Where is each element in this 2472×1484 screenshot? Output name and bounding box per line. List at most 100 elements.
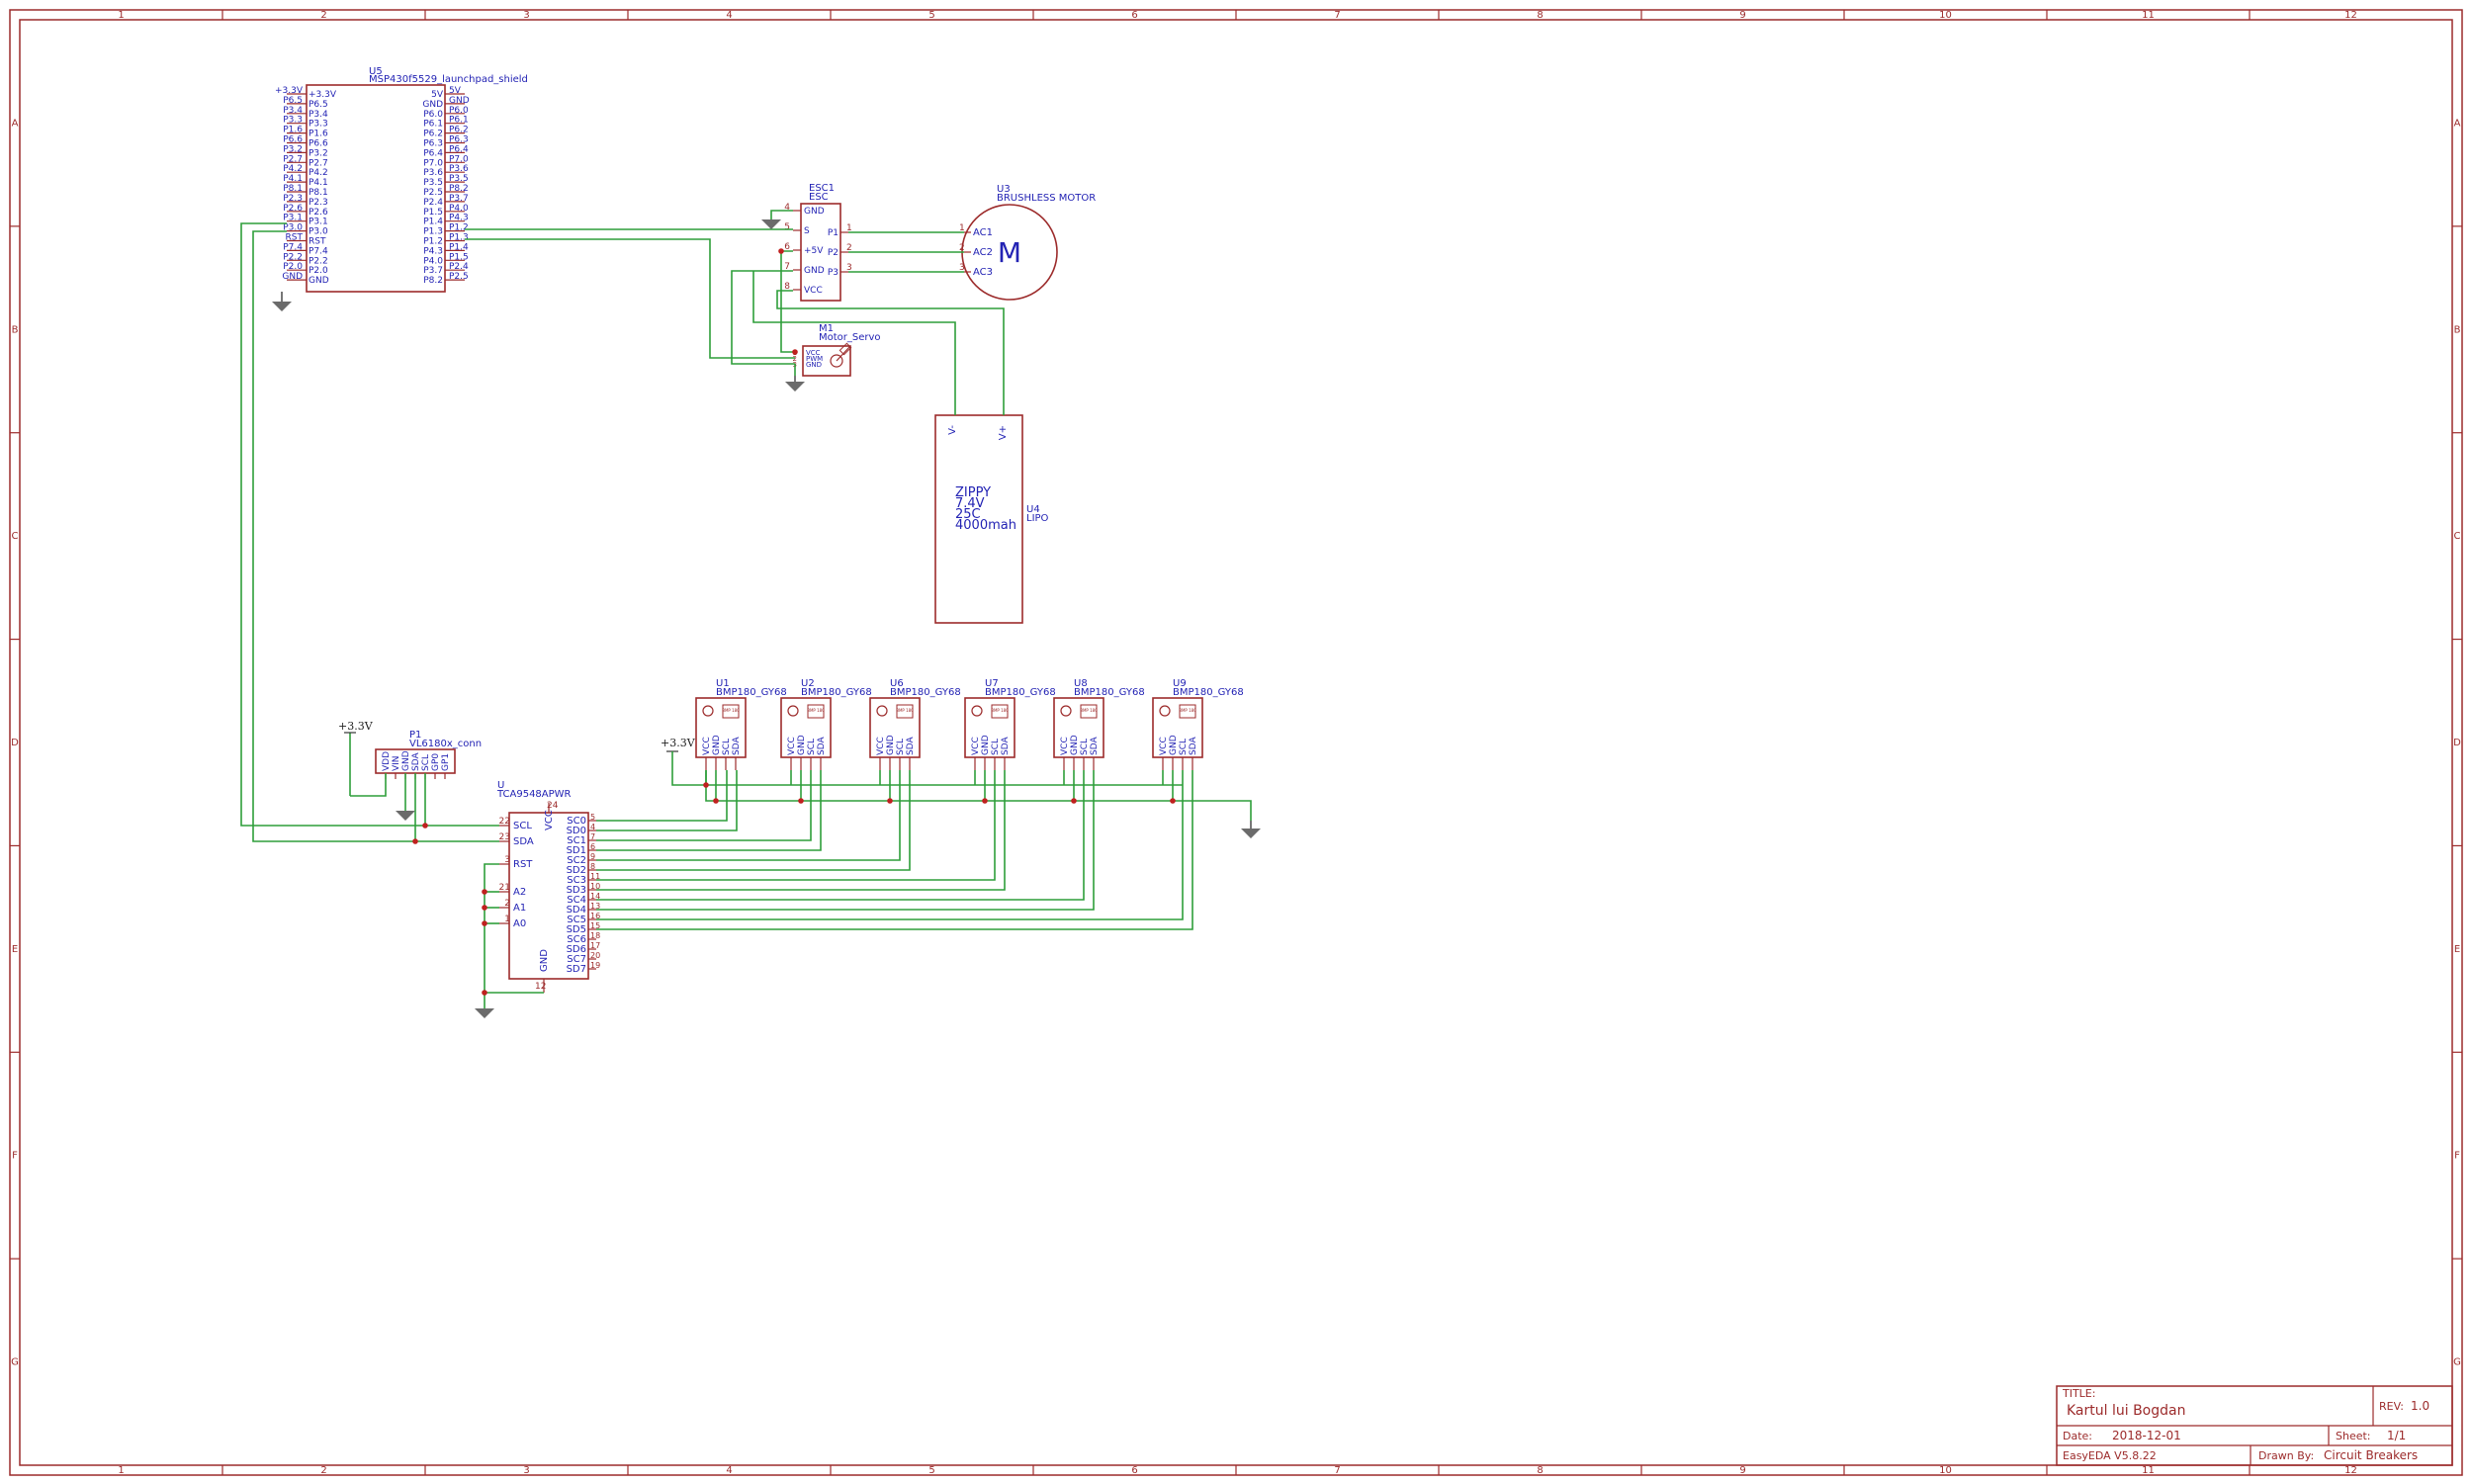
column-label-top: 5 [928, 10, 934, 21]
u5-right-pin-label: P2.4 [423, 198, 443, 208]
tca-pin-label: A0 [513, 918, 526, 929]
column-label-top: 11 [2142, 10, 2155, 21]
motor-ref: U3 [997, 184, 1011, 195]
u5-left-net-label: P8.1 [283, 184, 303, 194]
esc-pin-number: 2 [846, 243, 852, 253]
u5-left-net-label: P2.3 [283, 194, 303, 204]
u5-right-pin-label: GND [422, 100, 443, 110]
sensor-ref: U8 [1074, 678, 1088, 689]
ground-symbols [272, 219, 1261, 1018]
tca-vcc-num: 24 [547, 801, 559, 811]
servo-motor[interactable]: M1 Motor_Servo VCC1PWM2GND3 [793, 323, 881, 377]
tca-pin-number: 3 [504, 855, 510, 865]
column-label-bottom: 10 [1939, 1465, 1952, 1476]
u5-right-pin-label: P2.5 [423, 188, 443, 198]
sensor-pin-label: VCC [971, 737, 981, 755]
u5-right-pin-label: P3.6 [423, 168, 443, 178]
tca-pin-label: A2 [513, 887, 526, 898]
tca-pin-label: SD0 [567, 826, 586, 836]
tca-pin-label: SC5 [567, 915, 586, 925]
column-label-top: 7 [1334, 10, 1340, 21]
u5-left-pin-label: P2.0 [309, 266, 328, 276]
column-label-bottom: 11 [2142, 1465, 2155, 1476]
lipo-text-line: 25C [955, 507, 981, 522]
sensor-pin-label: VCC [1060, 737, 1070, 755]
sensor-name: BMP180_GY68 [890, 687, 961, 698]
row-label-right: C [2454, 531, 2461, 542]
tca-pin-number: 11 [590, 872, 600, 881]
tca-pin-number: 5 [590, 813, 595, 822]
u5-right-net-label: P6.4 [449, 144, 469, 154]
u5-name: MSP430f5529_launchpad_shield [369, 74, 528, 85]
wires [240, 210, 1252, 1008]
sensor-ref: U1 [716, 678, 730, 689]
servo-pin-label: PWM [806, 355, 823, 363]
tca-vcc-label: VCC [544, 810, 555, 830]
msp430-launchpad-shield[interactable]: U5 MSP430f5529_launchpad_shield +3.3V+3.… [275, 66, 528, 293]
tca-pin-label: SC3 [567, 875, 586, 886]
u5-right-net-label: P1.2 [449, 223, 469, 233]
tca-pin-number: 17 [590, 941, 600, 950]
sensor-chip-label: BMP 180 [896, 708, 914, 713]
sensor-name: BMP180_GY68 [1173, 687, 1244, 698]
tca-pin-number: 18 [590, 931, 600, 940]
sensor-pin-label: SCL [991, 739, 1001, 755]
esc-pin-label: GND [804, 266, 825, 276]
sensor-pin-label: SDA [1189, 737, 1198, 755]
sensor-chip-label: BMP 180 [722, 708, 740, 713]
tca-pin-number: 9 [590, 852, 595, 861]
sensor-chip-label: BMP 180 [991, 708, 1009, 713]
sensor-hole [702, 705, 714, 717]
esc-pin-number: 6 [784, 242, 790, 252]
vl-pin-label: SCL [421, 754, 431, 771]
row-label-right: D [2453, 738, 2461, 748]
vl-name: VL6180x_conn [409, 739, 482, 749]
tca-pin-label: A1 [513, 903, 526, 914]
u5-right-net-label: GND [449, 96, 470, 106]
u5-left-pin-label: P2.3 [309, 198, 328, 208]
u5-right-pin-label: P7.0 [423, 158, 443, 168]
esc-pin-number: 3 [846, 263, 852, 273]
motor-pin-label: AC1 [973, 227, 993, 238]
u5-right-pin-label: P1.2 [423, 237, 443, 247]
u5-left-pin-label: +3.3V [309, 90, 337, 100]
u5-left-net-label: P3.0 [283, 223, 303, 233]
u5-right-net-label: P6.3 [449, 135, 469, 145]
u5-right-net-label: 5V [449, 86, 462, 96]
servo-name: Motor_Servo [819, 332, 881, 343]
u5-left-net-label: P4.1 [283, 174, 303, 184]
sensor-chip [1179, 704, 1196, 719]
vl-pin-label: VIN [392, 755, 401, 771]
esc-pin-number: 7 [784, 262, 790, 272]
u5-left-pin-label: P6.6 [309, 139, 328, 149]
u5-left-pin-label: GND [309, 276, 329, 286]
sensor-ref: U9 [1173, 678, 1187, 689]
u5-left-pin-label: RST [309, 237, 326, 247]
title-block: TITLE: Kartul lui Bogdan REV: 1.0 Date: … [2056, 1385, 2453, 1466]
sensor-hole [1060, 705, 1072, 717]
servo-pin-label: VCC [806, 349, 821, 357]
lipo-text-line: ZIPPY [955, 485, 991, 500]
esc-pin-label: P2 [828, 248, 839, 258]
u5-left-net-label: P6.5 [283, 96, 303, 106]
u5-left-net-label: P3.3 [283, 116, 303, 126]
u5-right-net-label: P1.3 [449, 233, 469, 243]
u5-left-net-label: P2.0 [283, 262, 303, 272]
